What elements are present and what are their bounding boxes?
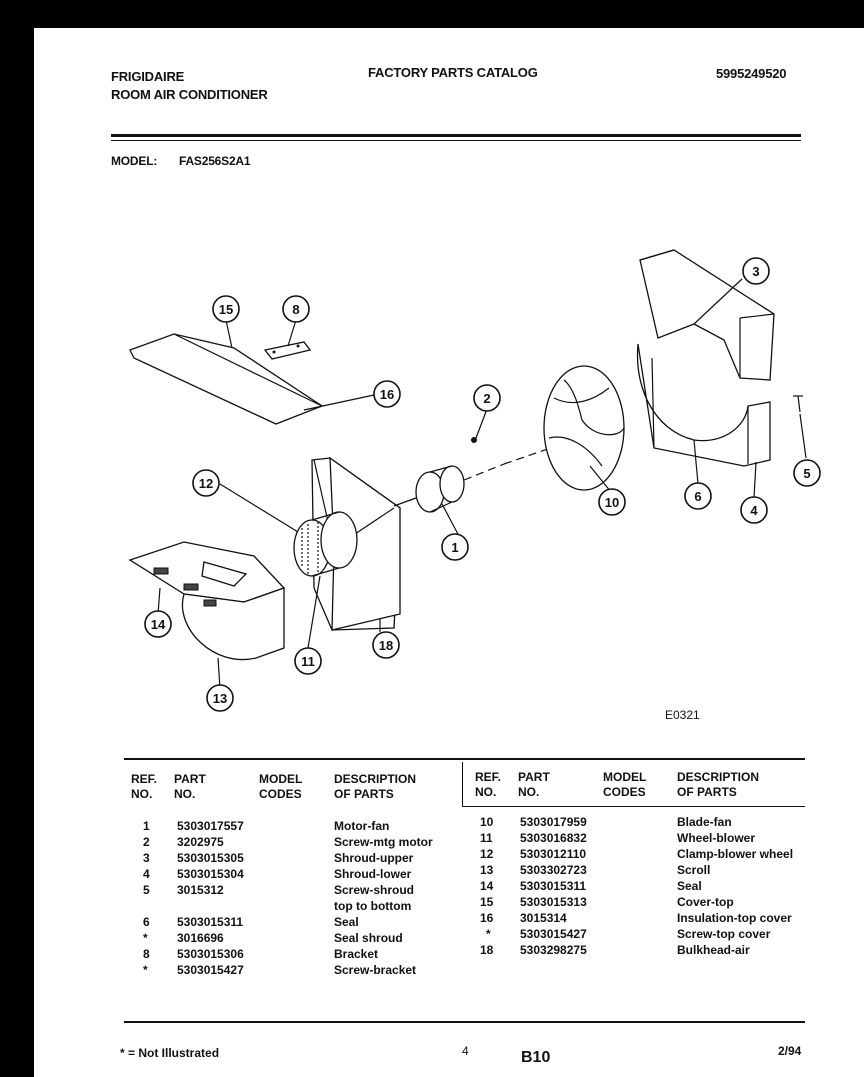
callout-1: 1 [441,533,469,561]
fan-blade-part [543,365,625,491]
table-right-header-rule [462,806,805,807]
not-illustrated-note: * = Not Illustrated [120,1046,220,1060]
svg-text:13: 13 [213,691,227,706]
callout-14: 14 [144,610,172,638]
page-number: 4 [462,1044,469,1058]
fan-motor-part [393,439,575,513]
blower-wheel-part [293,511,358,577]
callout-15: 15 [212,295,240,323]
scroll-part [128,541,286,661]
parts-catalog-page: FRIGIDAIRE ROOM AIR CONDITIONER FACTORY … [34,28,864,1077]
svg-text:15: 15 [219,302,233,317]
svg-text:4: 4 [750,503,758,518]
bracket-part [263,341,312,360]
svg-text:18: 18 [379,638,393,653]
exploded-parts-diagram: 1 2 3 4 5 6 8 10 11 12 13 14 15 16 18 [128,249,821,712]
callout-18: 18 [372,631,400,659]
leader-lines [157,278,807,689]
callout-13: 13 [206,684,234,712]
svg-text:11: 11 [301,654,315,669]
svg-text:5: 5 [803,466,810,481]
left-ref-header: REF.NO. [131,772,158,801]
callout-16: 16 [373,380,401,408]
svg-text:1: 1 [451,540,458,555]
svg-text:16: 16 [380,387,394,402]
callout-4: 4 [740,496,768,524]
callout-12: 12 [192,469,220,497]
product-name: ROOM AIR CONDITIONER [111,87,268,102]
diagram-code: E0321 [665,708,700,722]
callout-10: 10 [598,488,626,516]
callout-2: 2 [473,384,501,412]
svg-text:6: 6 [694,489,701,504]
header-rule-thin [111,140,801,141]
model-number: FAS256S2A1 [179,154,251,168]
motor-screw-part [471,437,477,443]
svg-text:2: 2 [483,391,490,406]
callout-3: 3 [742,257,770,285]
catalog-title: FACTORY PARTS CATALOG [368,65,538,80]
brand-name: FRIGIDAIRE [111,69,185,84]
shroud-upper-part [639,249,775,381]
svg-text:3: 3 [752,264,759,279]
svg-text:12: 12 [199,476,213,491]
section-code: B10 [521,1049,551,1066]
svg-text:10: 10 [605,495,619,510]
revision-date: 2/94 [778,1044,802,1058]
callout-11: 11 [294,647,322,675]
callout-5: 5 [793,459,821,487]
shroud-screw-part [793,395,803,413]
svg-text:8: 8 [292,302,299,317]
callout-6: 6 [684,482,712,510]
right-ref-header: REF.NO. [475,770,502,799]
catalog-number: 5995249520 [716,66,787,81]
table-divider [462,762,463,806]
model-label: MODEL: [111,154,158,168]
table-bottom-rule [124,1021,805,1023]
table-top-rule [124,758,805,760]
header-rule-thick [111,134,801,137]
callout-8: 8 [282,295,310,323]
svg-text:14: 14 [151,617,166,632]
